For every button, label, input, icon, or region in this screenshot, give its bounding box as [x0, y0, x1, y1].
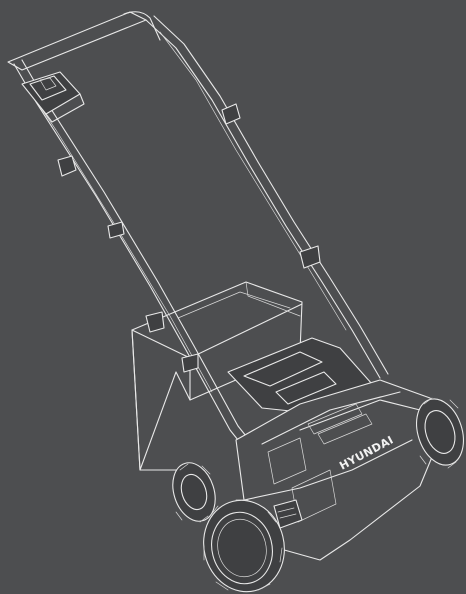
wheel-rear-right	[416, 397, 464, 469]
height-adjust-lever	[273, 499, 303, 529]
wheel-front-left	[203, 499, 285, 593]
switch-box	[21, 71, 85, 123]
handle-clamp-knobs	[57, 103, 321, 373]
wheel-rear-left	[172, 462, 216, 523]
